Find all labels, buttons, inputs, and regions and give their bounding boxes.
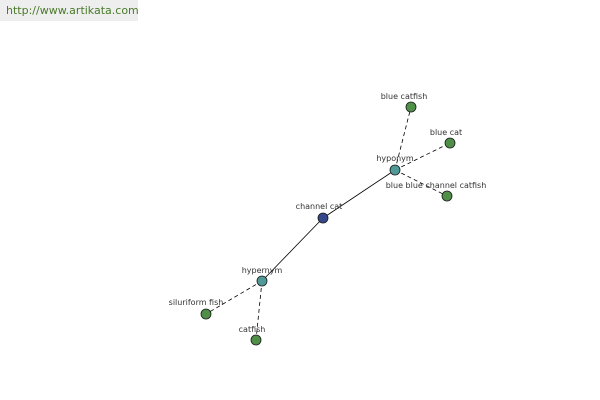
leaf-node-siluriform-fish[interactable]: siluriform fish [169,298,224,320]
center-node-label: channel cat [296,202,343,211]
hyponym-node-circle[interactable] [389,164,401,176]
hypernym-node-label: hypernym [242,266,283,275]
hyponym-node-label: hyponym [376,154,414,163]
leaf-node-circle[interactable] [441,190,453,202]
leaf-node-label: siluriform fish [169,298,224,307]
leaf-node-circle[interactable] [200,308,212,320]
leaf-node-label: blue catfish [381,92,428,101]
leaf-node-label: catfish [239,325,266,334]
leaf-node-blue-blue-channel-catfish[interactable]: blue blue channel catfish [386,181,487,202]
leaf-node-catfish[interactable]: catfish [239,325,266,346]
hyponym-node[interactable]: hyponym [376,154,414,176]
hypernym-node-circle[interactable] [256,275,268,287]
edge-hyponym-blue-catfish [394,106,412,171]
leaf-node-circle[interactable] [444,137,456,149]
edge-center-to-hyponym [322,169,396,219]
edge-hyponym-blue-cat [394,142,451,171]
hypernym-node[interactable]: hypernym [242,266,283,287]
leaf-node-circle[interactable] [405,101,417,113]
center-node-circle[interactable] [317,212,329,224]
leaf-node-label: blue blue channel catfish [386,181,487,190]
leaf-node-circle[interactable] [250,334,262,346]
center-node[interactable]: channel cat [296,202,343,224]
edge-center-to-hypernym [261,217,324,282]
edge-hyponym-blue-blue-channel-catfish [394,169,448,197]
leaf-node-label: blue cat [430,128,462,137]
edge-hypernym-catfish [255,280,263,341]
leaf-node-blue-catfish[interactable]: blue catfish [381,92,428,113]
source-url[interactable]: http://www.artikata.com [0,0,139,21]
leaf-node-blue-cat[interactable]: blue cat [430,128,462,149]
edge-hypernym-siluriform-fish [205,280,263,315]
